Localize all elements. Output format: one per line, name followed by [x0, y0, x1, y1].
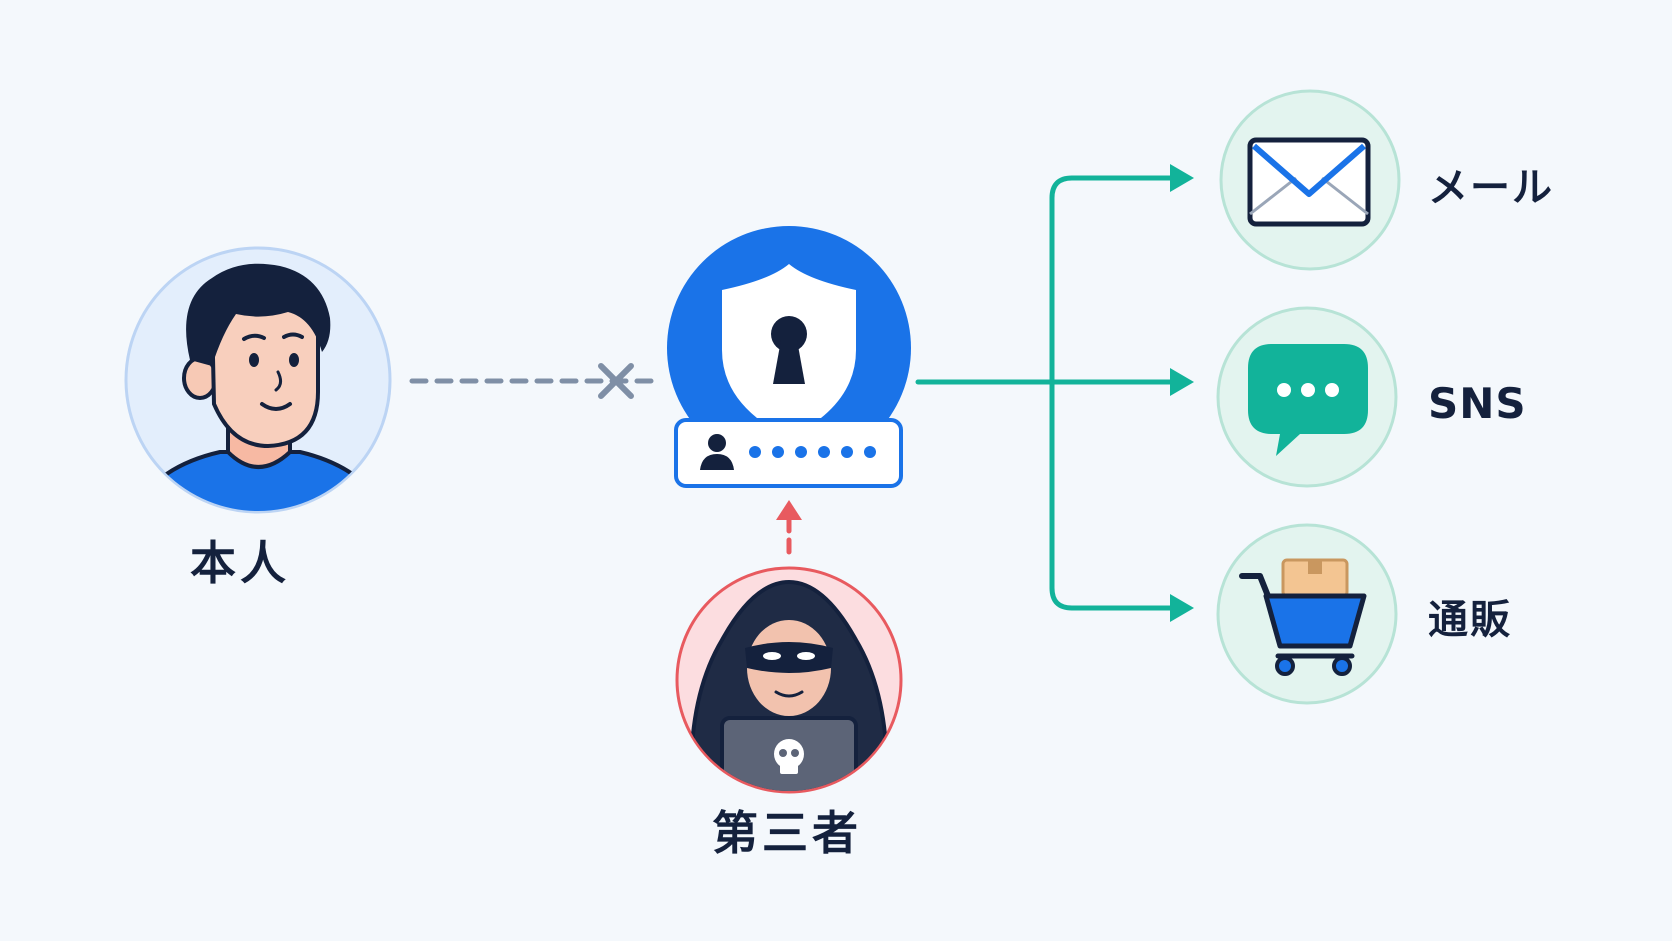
shield-lock-icon [722, 264, 856, 438]
third-party-avatar [675, 566, 903, 794]
hacker-avatar-icon [689, 579, 889, 791]
mail-service [1219, 89, 1401, 271]
attack-connector [776, 500, 802, 555]
skull-icon [774, 739, 804, 774]
account-shield [667, 226, 911, 470]
self-label: 本人 [190, 536, 290, 590]
shopping-label: 通販 [1428, 597, 1512, 643]
mail-label: メール [1428, 165, 1554, 211]
shopping-cart-icon [1239, 558, 1367, 676]
shopping-service [1216, 523, 1398, 705]
third-party-label: 第三者 [712, 806, 862, 860]
blocked-x-icon [598, 363, 634, 399]
access-connectors [915, 175, 1178, 611]
envelope-icon [1247, 137, 1371, 227]
sns-service [1216, 306, 1398, 488]
person-avatar-icon [127, 263, 389, 511]
access-arrowheads [1170, 164, 1194, 622]
sns-label: SNS [1428, 379, 1527, 428]
self-avatar [124, 246, 392, 514]
login-credentials-icon [674, 418, 903, 488]
blocked-connector [409, 363, 655, 399]
chat-bubble-icon [1248, 344, 1368, 456]
